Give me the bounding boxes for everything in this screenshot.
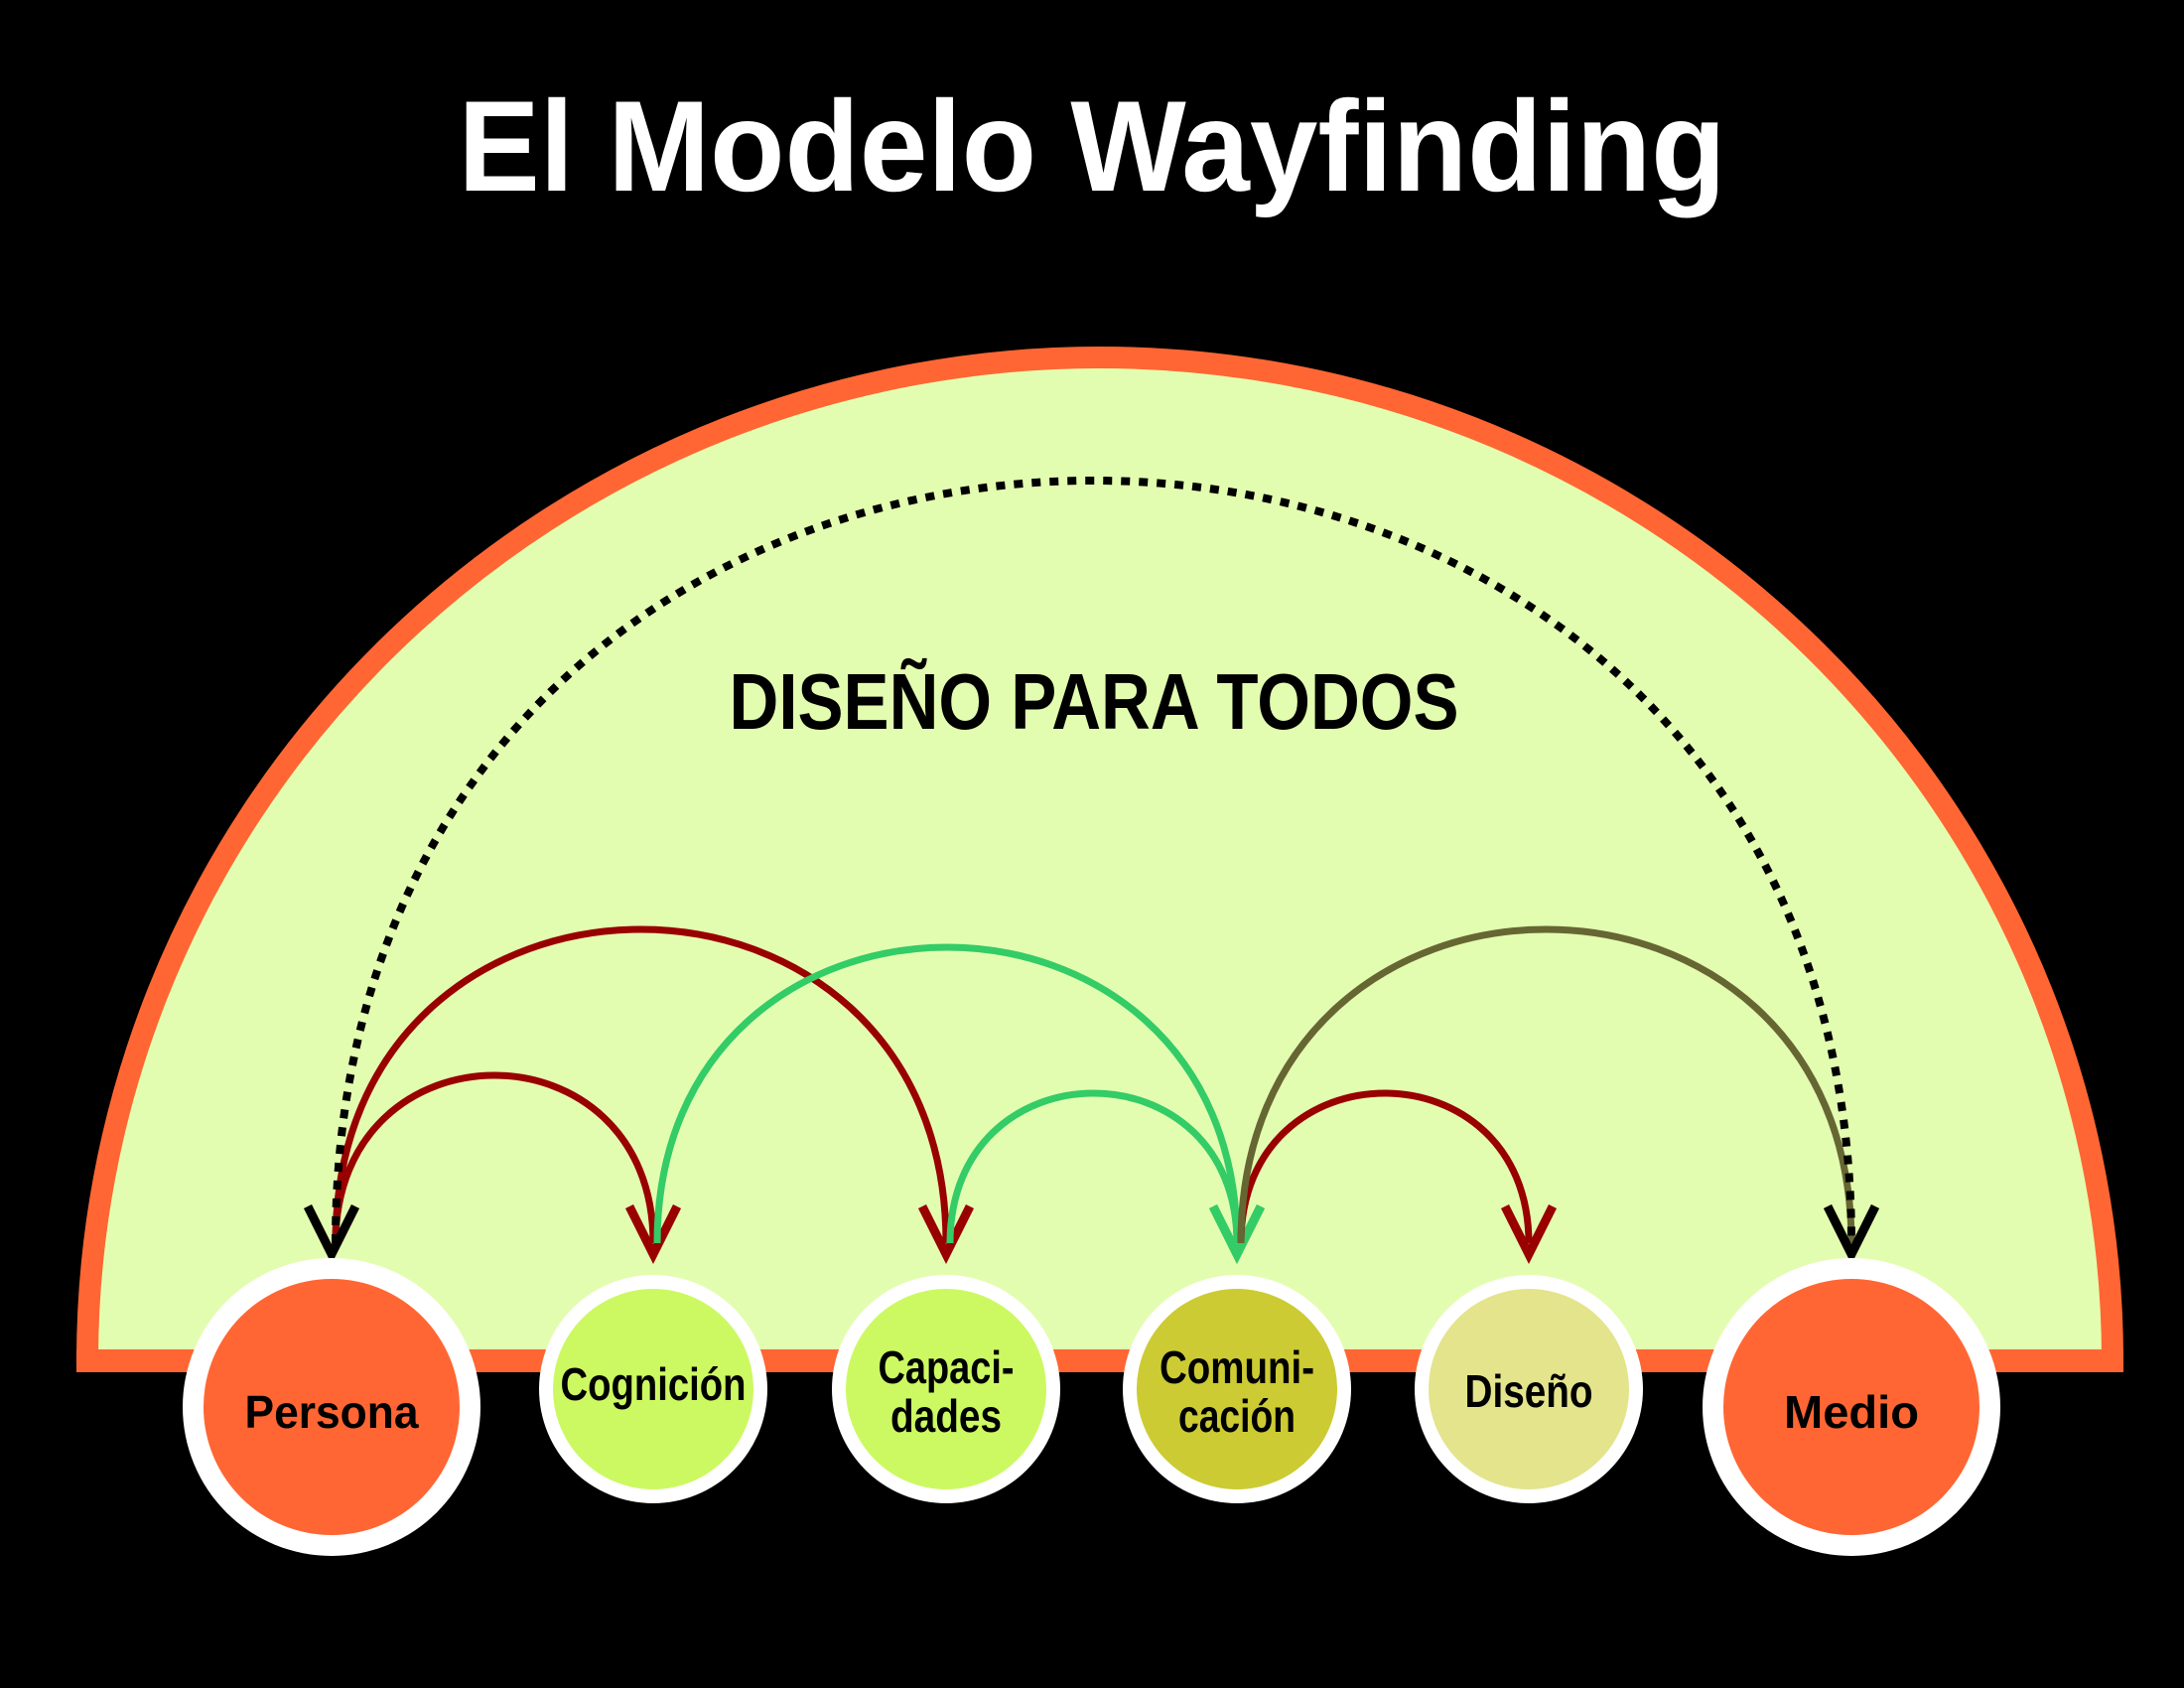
- arc-capacidades-to-comunicacion: [946, 1089, 1241, 1244]
- node-circle: [1137, 1289, 1337, 1489]
- arrowhead-cognicion-icon: [624, 1203, 682, 1265]
- node-label: Diseño: [1465, 1365, 1593, 1417]
- node-circle: [1429, 1289, 1629, 1489]
- nodes: Persona Cognición Capaci-dades Comuni-cació…: [183, 1258, 2000, 1556]
- node-label: Persona: [245, 1386, 419, 1438]
- arc-persona-to-cognicion: [332, 1071, 657, 1244]
- arc-persona-to-medio: [332, 477, 1855, 1244]
- arc-persona-to-capacidades: [332, 925, 950, 1244]
- node-persona: Persona: [183, 1258, 480, 1556]
- arc-comunicacion-to-medio: [1237, 925, 1855, 1244]
- node-label: Cognición: [561, 1358, 747, 1410]
- node-circle: [553, 1289, 753, 1489]
- node-circle: [846, 1289, 1046, 1489]
- arrowhead-medio-icon: [1823, 1203, 1880, 1265]
- node-medio: Medio: [1703, 1258, 2000, 1556]
- node-label: Capaci-: [879, 1341, 1015, 1393]
- arrowhead-persona-icon: [303, 1203, 360, 1265]
- arrowhead-capacidades-icon: [917, 1203, 975, 1265]
- node-capacidades: Capaci-dades: [832, 1275, 1060, 1503]
- page-title: El Modelo Wayfinding: [459, 73, 1726, 218]
- arrowhead-diseno-icon: [1500, 1203, 1558, 1265]
- node-label: Comuni-: [1160, 1341, 1314, 1393]
- node-cognicion: Cognición: [539, 1275, 767, 1503]
- node-diseno: Diseño: [1415, 1275, 1643, 1503]
- arc-cognicion-to-comunicacion: [653, 943, 1241, 1244]
- node-label: Medio: [1784, 1386, 1919, 1438]
- node-label: dades: [890, 1390, 1002, 1442]
- node-circle: [204, 1279, 460, 1535]
- node-comunicacion: Comuni-cación: [1123, 1275, 1351, 1503]
- arrowhead-comunicacion-icon: [1208, 1203, 1266, 1265]
- arc-comunicacion-to-diseno: [1237, 1089, 1533, 1244]
- node-circle: [1723, 1279, 1979, 1535]
- dome-label: DISEÑO PARA TODOS: [730, 657, 1459, 746]
- node-label: cación: [1178, 1390, 1296, 1442]
- connections: [303, 477, 1880, 1265]
